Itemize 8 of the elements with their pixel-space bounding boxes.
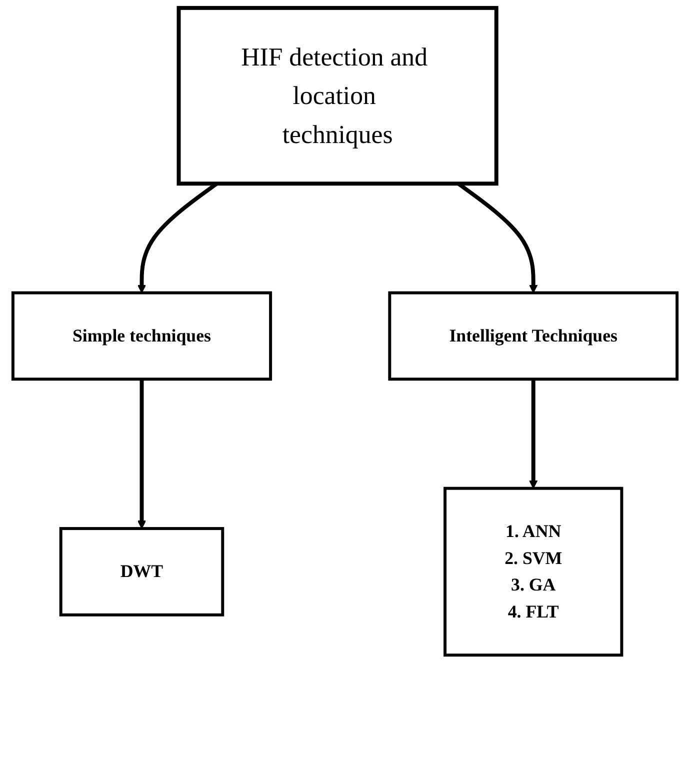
arrow	[529, 379, 538, 489]
node-box	[59, 527, 224, 616]
arrow	[137, 379, 146, 529]
node-box	[388, 291, 679, 381]
flowchart-drawing: HIF detection and location techniques Simple techniques Intelligent Techniques DWT 1. ANN 2. SVM 3. GA 4. FLT	[5, 0, 685, 664]
node-box	[11, 291, 272, 381]
node-box	[176, 6, 498, 186]
node-box	[444, 486, 624, 657]
